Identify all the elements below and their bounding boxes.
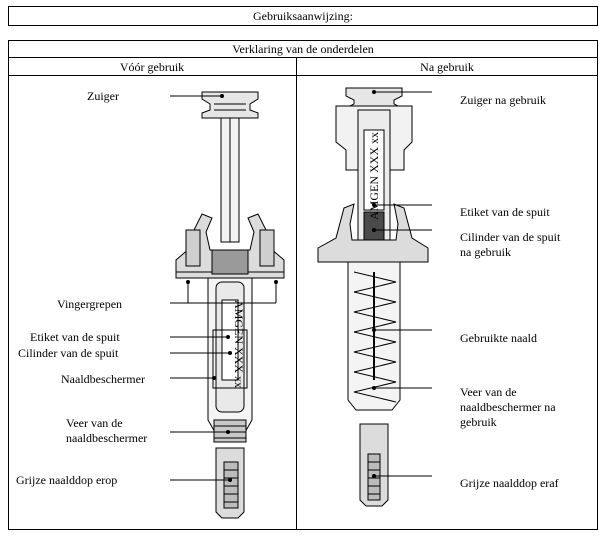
leader-lines-before [170,95,277,481]
label-spring-after-3: gebruik [460,415,497,429]
table-column-divider [296,57,297,530]
column-header-after-use: Na gebruik [420,60,474,74]
label-grey-cap-off: Grijze naalddop eraf [460,476,559,490]
instructions-header-box [8,6,598,26]
table-title: Verklaring van de onderdelen [232,42,374,56]
syringe-before-use [175,91,285,519]
syringe-print-before: AMGEN XXX xx [232,300,246,388]
leader-lines-after [374,91,432,477]
label-barrel-after-2: na gebruik [460,245,511,259]
label-grey-cap-on: Grijze naalddop erop [16,473,118,487]
label-finger-grips: Vingergrepen [57,297,123,311]
finger-grips-after [317,203,429,263]
label-plunger: Zuiger [87,89,119,103]
label-used-needle: Gebruikte naald [460,331,537,345]
label-syringe-label-after: Etiket van de spuit [460,205,550,219]
syringe-print-after: AMGEN XXX xx [367,132,381,220]
label-needle-guard: Naaldbeschermer [61,372,145,386]
guard-spring [213,419,247,443]
syringe-label-after [363,129,385,211]
label-plunger-after: Zuiger na gebruik [460,93,546,107]
leader-dots-after [372,90,376,478]
table-header-divider [8,75,598,76]
label-guard-spring-2: naaldbeschermer [66,431,148,445]
syringe-label [221,299,239,381]
label-syringe-barrel: Cilinder van de spuit [18,346,119,360]
label-spring-after-2: naaldbeschermer na [460,400,556,414]
parts-table [8,40,598,530]
table-title-divider [8,57,598,58]
label-barrel-after-1: Cilinder van de spuit [460,230,561,244]
label-spring-after-1: Veer van de [460,385,517,399]
label-guard-spring-1: Veer van de [66,416,123,430]
instructions-title: Gebruiksaanwijzing: [253,9,353,23]
plunger-head [201,91,259,119]
label-syringe-label: Etiket van de spuit [30,330,120,344]
column-header-before-use: Vóór gebruik [119,60,185,74]
syringe-after-use [317,87,429,507]
leader-dots-before [186,94,278,482]
